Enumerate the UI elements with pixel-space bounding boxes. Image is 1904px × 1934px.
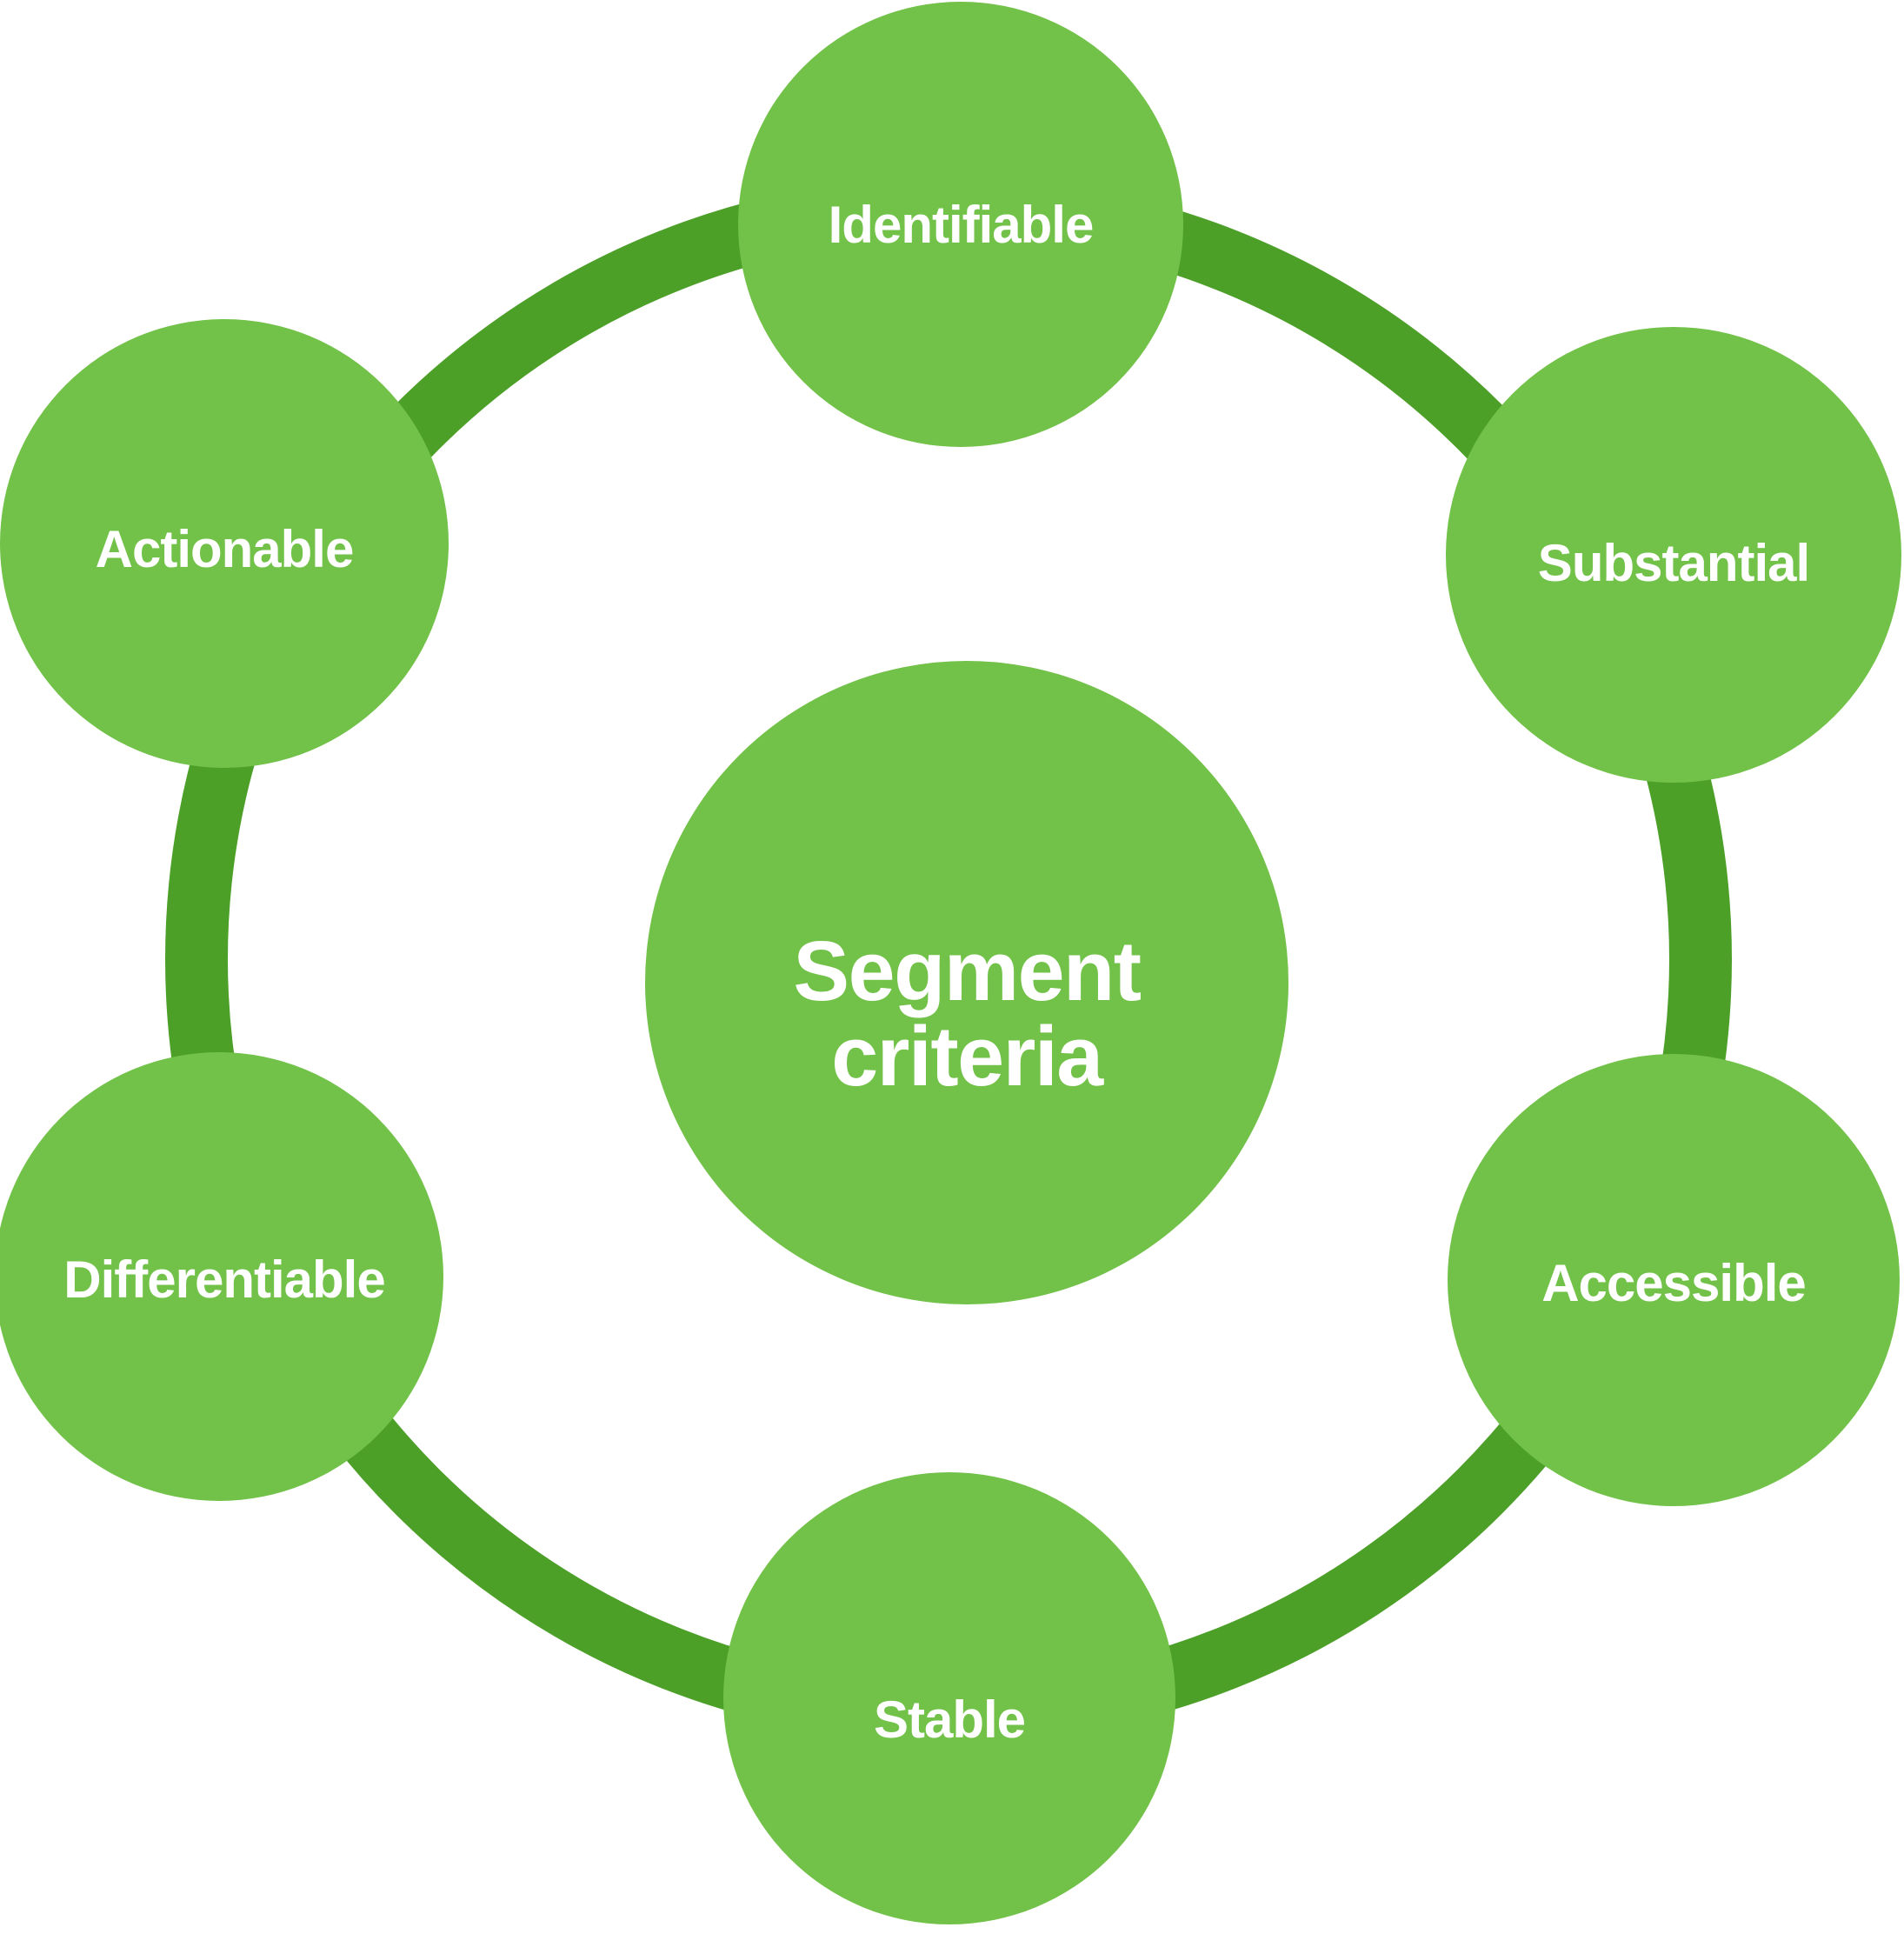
node-circle-accessible (1448, 1054, 1900, 1506)
node-accessible: Accessible (1448, 1054, 1900, 1506)
node-center-segment-criteria: Segment criteria (645, 661, 1288, 1304)
node-label-stable: Stable (874, 1691, 1025, 1749)
node-stable: Stable (723, 1472, 1175, 1924)
node-circle-actionable (0, 319, 449, 768)
center-node-circle (645, 661, 1288, 1304)
node-label-accessible: Accessible (1541, 1254, 1806, 1312)
node-label-substantial: Substantial (1538, 534, 1809, 592)
node-circle-identifiable (738, 2, 1183, 447)
node-differentiable: Differentiable (0, 1052, 443, 1501)
node-identifiable: Identifiable (738, 2, 1183, 447)
center-node-label-line1: Segment (793, 924, 1141, 1018)
node-label-actionable: Actionable (96, 520, 354, 578)
node-substantial: Substantial (1446, 327, 1901, 783)
node-actionable: Actionable (0, 319, 449, 768)
center-node-label-line2: criteria (831, 1009, 1104, 1104)
node-circle-substantial (1446, 327, 1901, 783)
node-circle-stable (723, 1472, 1175, 1924)
node-circle-differentiable (0, 1052, 443, 1501)
node-label-identifiable: Identifiable (829, 196, 1094, 254)
node-label-differentiable: Differentiable (63, 1250, 384, 1309)
